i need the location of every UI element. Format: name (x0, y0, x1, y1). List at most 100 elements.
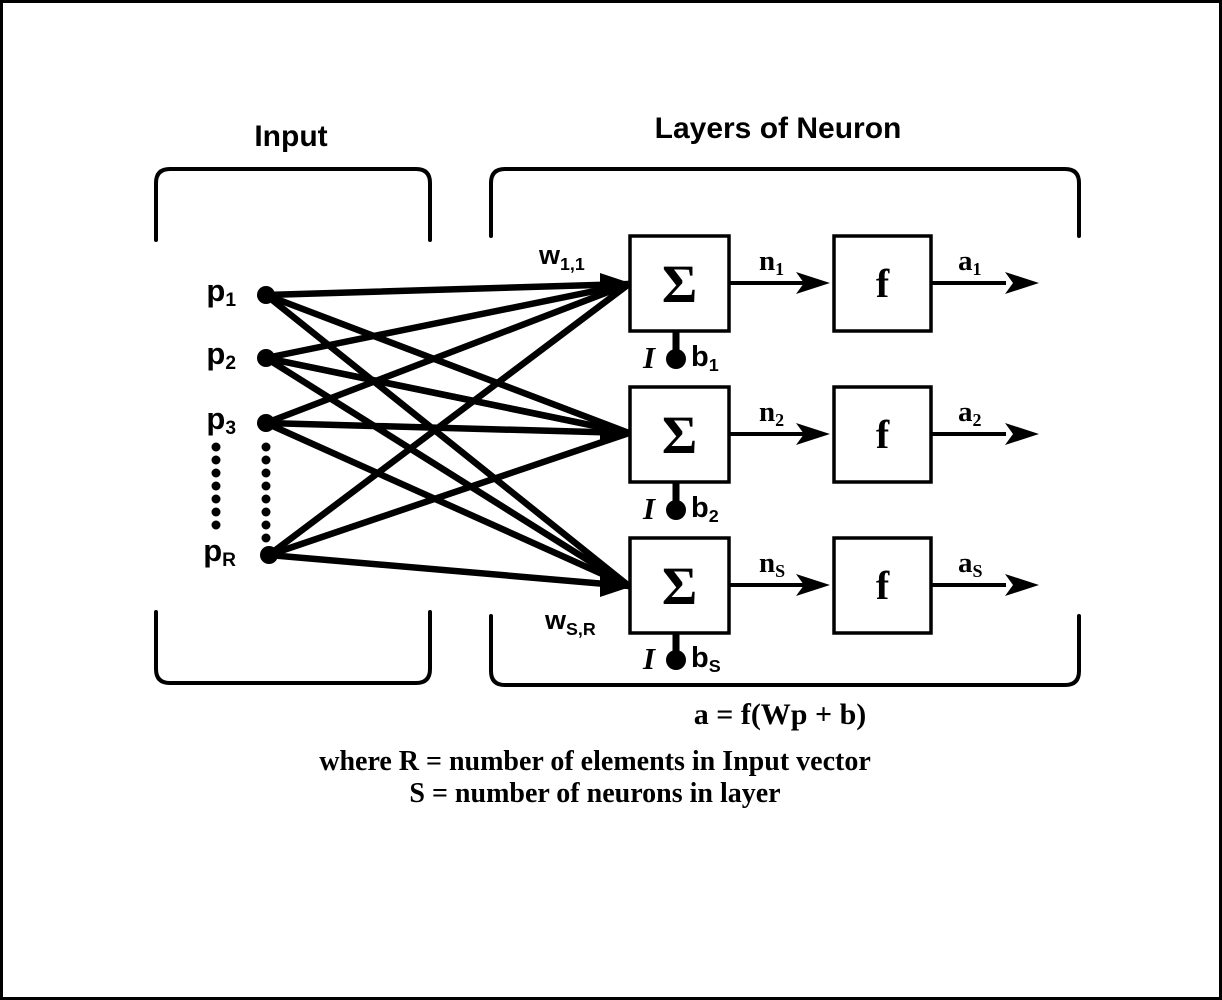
bias-label-sub: 2 (708, 505, 719, 526)
output-arrowhead (1005, 272, 1039, 294)
weight-label-sub: 1,1 (560, 253, 585, 274)
diagram-geometry (154, 167, 1081, 687)
connection-line (262, 419, 633, 590)
output-label-sub: 2 (972, 409, 982, 430)
bias-node-dot (666, 500, 686, 520)
transfer-symbol: f (875, 563, 890, 608)
ellipsis-dot (211, 455, 221, 465)
output-arrowhead (1005, 423, 1039, 445)
ellipsis-dot (261, 520, 271, 530)
layers-section-title: Layers of Neuron (654, 112, 902, 145)
ellipsis-dot (211, 481, 221, 491)
layer-bracket-bottom (489, 614, 1081, 687)
input-node-dot (260, 546, 278, 564)
input-label-base: p (206, 401, 226, 436)
input-label-p3: p3 (143, 402, 236, 446)
input-section-title: Input (254, 120, 328, 153)
weight-label-first: w1,1 (539, 241, 585, 278)
connection-line (265, 551, 633, 590)
connection-lines (262, 280, 633, 590)
output-label-sub: 1 (972, 258, 982, 279)
input-node-dots (257, 286, 278, 564)
connection-line (265, 429, 633, 559)
input-node-dot (257, 349, 275, 367)
net-label-base: n (759, 396, 776, 428)
input-node-dot (257, 414, 275, 432)
output-label: a1 (958, 246, 981, 285)
connection-line (262, 291, 633, 590)
ellipsis-dot (211, 494, 221, 504)
input-label-p1: p1 (143, 274, 236, 318)
connection-line (265, 280, 633, 559)
net-label: nS (759, 548, 785, 587)
sum-input-arrowhead (600, 575, 633, 597)
input-label-pR: pR (143, 534, 236, 578)
net-label-sub: 1 (775, 258, 785, 279)
bias-label-sub: 1 (708, 354, 719, 375)
connection-line (262, 419, 633, 437)
output-label-sub: S (972, 560, 983, 581)
weight-label-sub: S,R (566, 618, 596, 639)
input-label-sub: R (222, 550, 236, 572)
ellipsis-dot (261, 533, 271, 543)
input-bracket-bottom (154, 610, 432, 685)
weight-label-base: w (539, 240, 561, 270)
ellipsis-dot (211, 520, 221, 530)
ellipsis-dot (211, 442, 221, 452)
net-label: n1 (759, 246, 784, 285)
input-label-sub: 1 (225, 290, 236, 312)
sum-input-arrowhead (600, 422, 633, 444)
weight-label-last: wS,R (545, 606, 596, 643)
input-label-sub: 3 (225, 418, 236, 440)
ellipsis-dots (211, 442, 271, 543)
input-label-p2: p2 (143, 337, 236, 381)
input-label-sub: 2 (225, 353, 236, 375)
bias-label: b2 (691, 492, 719, 533)
ellipsis-dot (261, 494, 271, 504)
ellipsis-dot (261, 507, 271, 517)
bias-node-dot (666, 650, 686, 670)
transfer-symbol: f (875, 261, 890, 306)
ellipsis-dot (261, 481, 271, 491)
net-label-sub: S (775, 560, 786, 581)
sum-symbol: Σ (661, 555, 698, 616)
input-label-base: p (206, 273, 226, 308)
connection-line (262, 291, 633, 437)
convergence-arrowheads (600, 273, 633, 597)
input-node-dot (257, 286, 275, 304)
bias-label-base: b (691, 341, 709, 373)
connection-line (262, 354, 633, 437)
connection-line (262, 280, 633, 362)
sum-input-arrowhead (600, 273, 633, 295)
weight-label-base: w (545, 605, 567, 635)
sum-symbol: Σ (661, 253, 698, 314)
net-arrowhead (796, 272, 830, 294)
net-arrowhead (796, 423, 830, 445)
ellipsis-dot (211, 507, 221, 517)
net-label: n2 (759, 397, 784, 436)
input-label-base: p (206, 336, 226, 371)
net-arrowhead (796, 574, 830, 596)
sum-symbol: Σ (661, 404, 698, 465)
output-label: a2 (958, 397, 981, 436)
connection-line (262, 354, 633, 590)
bias-label-base: b (691, 492, 709, 524)
bias-label: bS (691, 642, 721, 683)
bias-label-base: b (691, 642, 709, 674)
bias-one-label: I (642, 491, 656, 526)
ellipsis-dot (261, 468, 271, 478)
output-label: aS (958, 548, 983, 587)
connection-line (262, 280, 633, 427)
ellipsis-dot (211, 468, 221, 478)
sum-box (628, 234, 731, 333)
output-label-base: a (958, 547, 973, 579)
net-label-base: n (759, 547, 776, 579)
input-bracket-top (154, 167, 432, 242)
input-label-base: p (203, 533, 223, 568)
output-label-base: a (958, 396, 973, 428)
bias-connectors (666, 331, 686, 670)
layer-bracket-top (489, 167, 1081, 238)
output-label-base: a (958, 245, 973, 277)
legend-note-line2: S = number of neurons in layer (409, 778, 781, 809)
